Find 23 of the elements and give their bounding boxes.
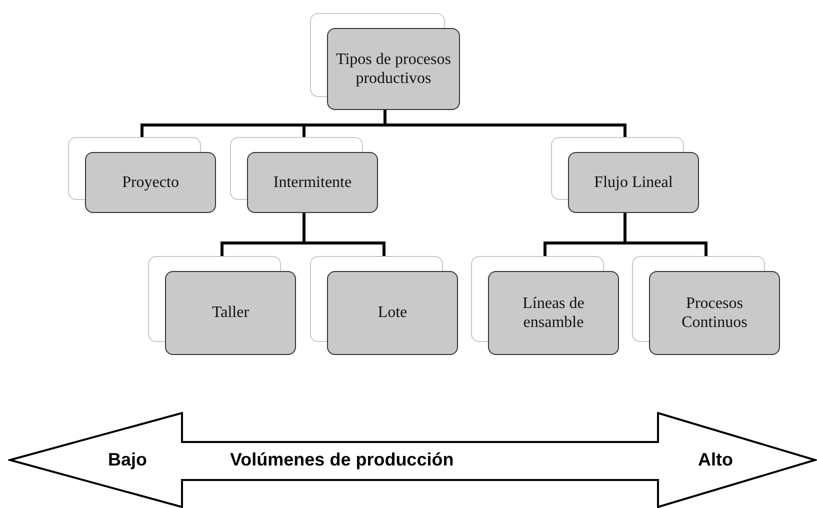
stacked-box	[310, 13, 460, 110]
double-arrow	[8, 412, 817, 508]
box-label: Procesos Continuos	[680, 294, 748, 332]
connector-line	[302, 213, 386, 256]
box-label: Líneas de ensamble	[522, 294, 586, 332]
stacked-box	[632, 256, 780, 355]
stacked-box	[551, 137, 699, 213]
arrow-label: Volúmenes de producción	[230, 450, 454, 470]
stacked-box	[68, 137, 216, 213]
connector-line	[384, 110, 626, 137]
box-label: Proyecto	[122, 172, 179, 192]
stacked-box	[148, 256, 296, 355]
arrow-label: Alto	[698, 450, 733, 470]
stacked-box	[230, 137, 378, 213]
stacked-box	[471, 256, 619, 355]
box-label: Intermitente	[273, 172, 352, 192]
box-label: Lote	[378, 303, 408, 323]
arrow-label: Bajo	[108, 450, 148, 470]
box-label: Tipos de procesos productivos	[336, 50, 451, 88]
box-label: Flujo Lineal	[594, 172, 673, 192]
box-label: Taller	[212, 303, 250, 323]
stacked-box	[310, 256, 458, 355]
connector-line	[624, 213, 708, 256]
